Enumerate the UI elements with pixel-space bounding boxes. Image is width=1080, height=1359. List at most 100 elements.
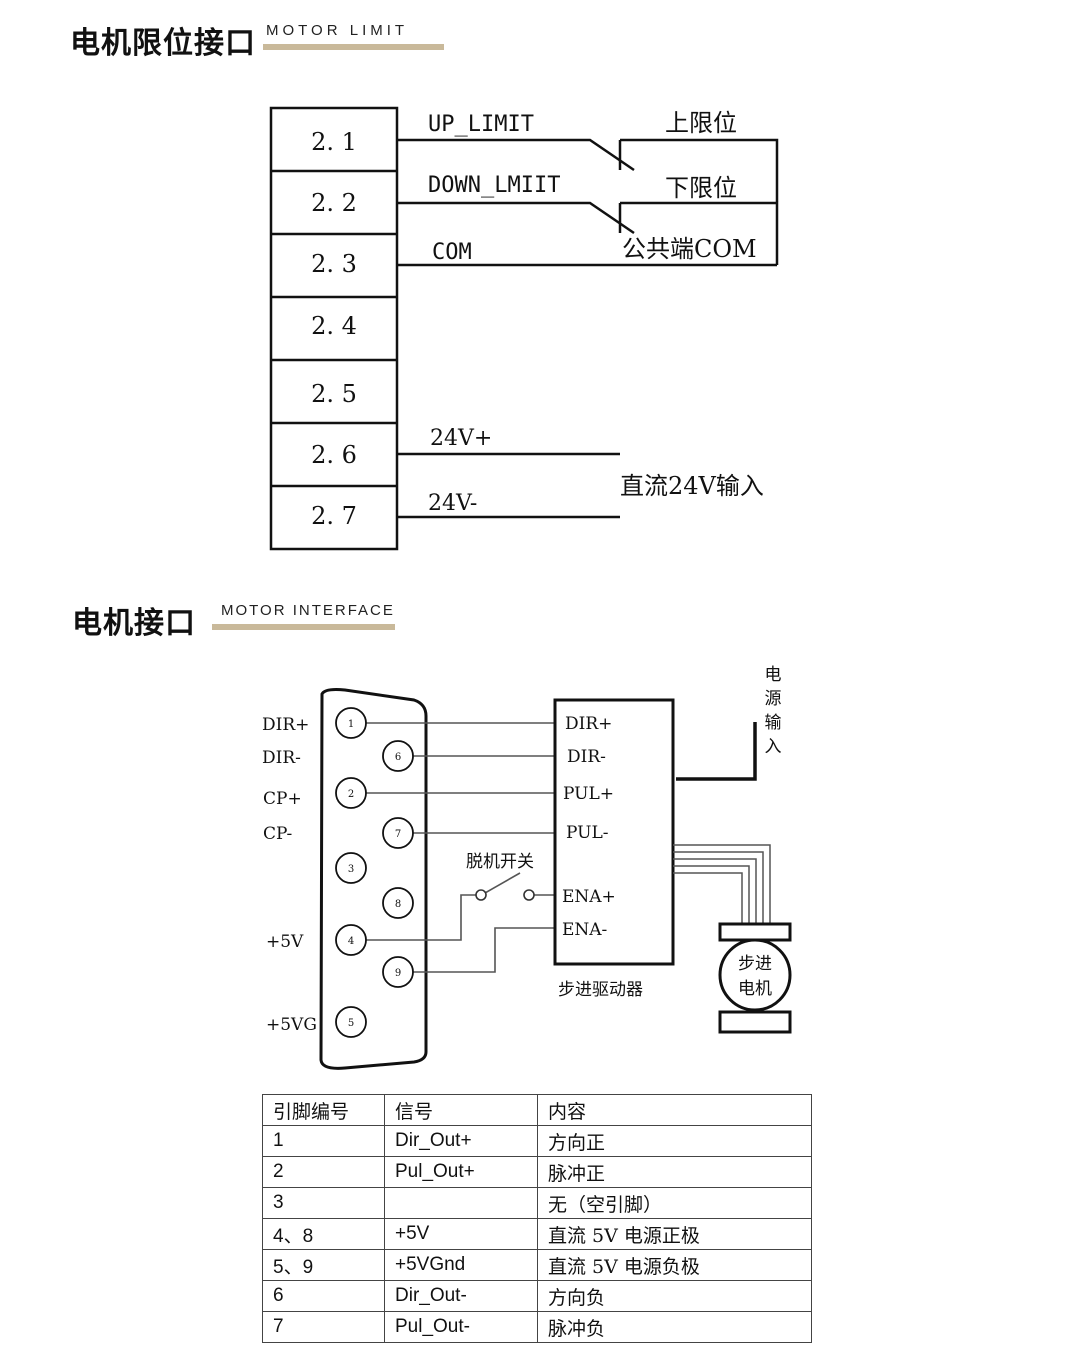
driver-ena-plus: ENA+	[562, 887, 616, 907]
pin-2-7: 2. 7	[311, 502, 357, 530]
driver-ena-minus: ENA-	[562, 920, 607, 940]
db9-pin-6: 6	[395, 752, 401, 763]
db9-pin-1: 1	[348, 719, 354, 730]
driver-pul-plus: PUL+	[563, 784, 614, 804]
db9-pin-7: 7	[395, 829, 401, 840]
cell-signal: Pul_Out+	[384, 1156, 538, 1188]
cell-pin: 3	[262, 1187, 385, 1219]
db9-pin-9: 9	[395, 968, 401, 979]
svg-text:源: 源	[765, 689, 782, 709]
svg-text:输: 输	[765, 713, 782, 733]
pin-2-6: 2. 6	[311, 441, 357, 469]
left-label-cp-plus: CP+	[263, 789, 302, 809]
db9-pin-numbers: 1 6 2 7 3 8 4 9 5	[348, 719, 401, 1029]
driver-pul-minus: PUL-	[566, 823, 609, 843]
cell-pin: 7	[262, 1311, 385, 1343]
db9-pin-4: 4	[348, 936, 354, 947]
motor-limit-subtitle: MOTOR LIMIT	[266, 22, 409, 39]
table-row: 5、9 +5VGnd 直流 5V 电源负极	[262, 1249, 812, 1281]
table-row: 7 Pul_Out- 脉冲负	[262, 1311, 812, 1343]
pin-2-2: 2. 2	[311, 189, 357, 217]
up-limit-label: UP_LIMIT	[428, 112, 534, 137]
terminal-block	[269, 106, 399, 551]
db9-pin-5: 5	[348, 1018, 354, 1029]
cell-signal: Dir_Out+	[384, 1125, 538, 1157]
left-label-5v: +5V	[266, 932, 304, 952]
cell-pin: 6	[262, 1280, 385, 1312]
limit-wires	[397, 138, 779, 519]
cell-content: 直流 5V 电源正极	[537, 1218, 812, 1250]
pin-2-3: 2. 3	[311, 250, 357, 278]
cell-signal: +5V	[384, 1218, 538, 1250]
motor-interface-title: 电机接口	[72, 606, 196, 641]
table-row: 1 Dir_Out+ 方向正	[262, 1125, 812, 1157]
left-label-dir-minus: DIR-	[262, 748, 301, 768]
pin-2-1: 2. 1	[311, 128, 357, 156]
stepper-driver-box	[553, 698, 675, 966]
interface-wires	[366, 722, 555, 973]
cell-pin: 2	[262, 1156, 385, 1188]
offline-switch-contacts	[475, 889, 535, 901]
cell-signal	[384, 1187, 538, 1219]
header-content: 内容	[537, 1094, 812, 1126]
lower-limit-label: 下限位	[665, 174, 737, 202]
power-input-wire	[676, 722, 757, 781]
switch-labels: 上限位 下限位 公共端COM 直流24V输入	[620, 109, 764, 500]
limit-wire-labels: UP_LIMIT DOWN_LMIIT COM 24V+ 24V-	[428, 112, 560, 516]
motor-interface-diagram: 1 6 2 7 3 8 4 9 5 DIR+ DIR- CP+ CP- +5V …	[262, 665, 792, 1070]
offline-switch-label: 脱机开关	[466, 852, 534, 872]
svg-text:电机: 电机	[738, 979, 772, 999]
table-row: 6 Dir_Out- 方向负	[262, 1280, 812, 1312]
table-row: 2 Pul_Out+ 脉冲正	[262, 1156, 812, 1188]
table-header-row: 引脚编号 信号 内容	[262, 1094, 812, 1126]
cell-content: 直流 5V 电源负极	[537, 1249, 812, 1281]
header-pin-number: 引脚编号	[262, 1094, 385, 1126]
down-limit-label: DOWN_LMIIT	[428, 173, 560, 198]
cell-pin: 5、9	[262, 1249, 385, 1281]
cell-content: 无（空引脚）	[537, 1187, 812, 1219]
cell-content: 脉冲正	[537, 1156, 812, 1188]
com-label: COM	[432, 240, 472, 265]
dc-24v-input-label: 直流24V输入	[620, 472, 764, 500]
common-com-label: 公共端COM	[622, 235, 757, 263]
driver-dir-minus: DIR-	[567, 747, 606, 767]
driver-terminal-labels: DIR+ DIR- PUL+ PUL- ENA+ ENA-	[562, 714, 616, 940]
left-label-dir-plus: DIR+	[262, 715, 309, 735]
db9-pin-2: 2	[348, 789, 354, 800]
header-signal: 信号	[384, 1094, 538, 1126]
motor-interface-subtitle: MOTOR INTERFACE	[221, 602, 395, 619]
svg-text:步进: 步进	[738, 954, 772, 974]
table-row: 3 无（空引脚）	[262, 1187, 812, 1219]
pin-2-5: 2. 5	[311, 380, 357, 408]
power-input-label: 电 源 输 入	[765, 665, 782, 757]
upper-limit-label: 上限位	[665, 109, 737, 137]
cell-content: 脉冲负	[537, 1311, 812, 1343]
cell-pin: 4、8	[262, 1218, 385, 1250]
left-label-cp-minus: CP-	[263, 824, 292, 844]
cell-content: 方向正	[537, 1125, 812, 1157]
pin-2-4: 2. 4	[311, 312, 357, 340]
cell-signal: Dir_Out-	[384, 1280, 538, 1312]
terminal-pin-labels: 2. 1 2. 2 2. 3 2. 4 2. 5 2. 6 2. 7	[311, 128, 357, 530]
stepper-motor-label: 步进 电机	[738, 954, 772, 999]
cell-content: 方向负	[537, 1280, 812, 1312]
svg-text:电: 电	[765, 665, 782, 685]
motor-limit-title: 电机限位接口	[70, 26, 256, 61]
stepper-motor	[718, 922, 792, 1034]
cell-pin: 1	[262, 1125, 385, 1157]
cell-signal: +5VGnd	[384, 1249, 538, 1281]
db9-pin-3: 3	[348, 864, 354, 875]
cell-signal: Pul_Out-	[384, 1311, 538, 1343]
svg-text:入: 入	[765, 737, 782, 757]
db9-pin-8: 8	[395, 899, 401, 910]
stepper-driver-label: 步进驱动器	[558, 980, 643, 1000]
motor-interface-underline	[212, 624, 395, 630]
table-row: 4、8 +5V 直流 5V 电源正极	[262, 1218, 812, 1250]
v24-plus-label: 24V+	[430, 426, 492, 451]
pin-definition-table: 引脚编号 信号 内容 1 Dir_Out+ 方向正 2 Pul_Out+ 脉冲正…	[262, 1094, 812, 1343]
db9-signal-labels: DIR+ DIR- CP+ CP- +5V +5VG	[262, 715, 317, 1035]
db9-pins	[335, 707, 414, 1038]
motor-limit-diagram: 2. 1 2. 2 2. 3 2. 4 2. 5 2. 6 2. 7 UP_LI…	[269, 106, 779, 551]
left-label-5vg: +5VG	[266, 1015, 317, 1035]
motor-limit-underline	[263, 44, 444, 50]
